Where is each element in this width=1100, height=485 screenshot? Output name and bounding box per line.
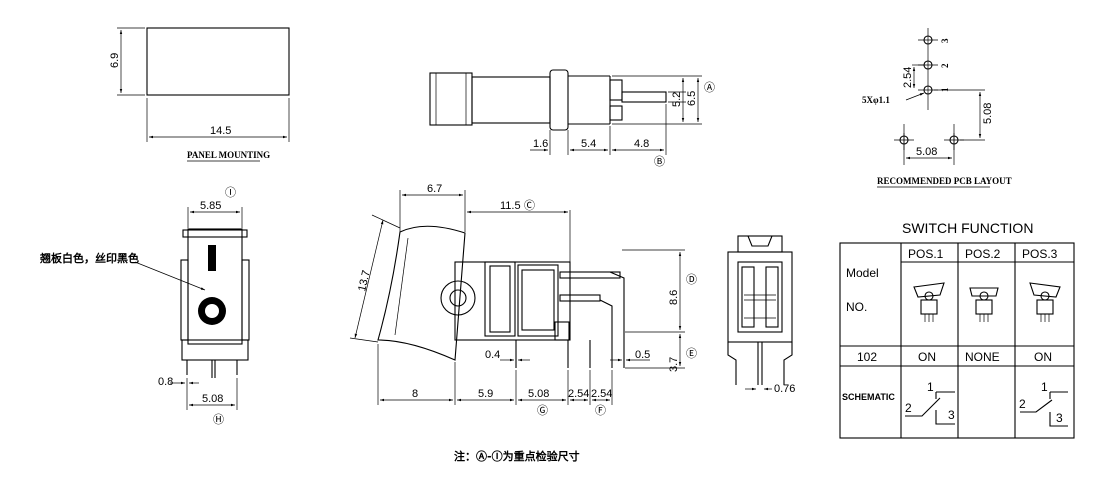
marker-f: Ⓕ — [595, 404, 606, 417]
panel-height-dim: 6.9 — [109, 53, 121, 68]
pin-2: 2 — [940, 63, 950, 68]
marker-c: Ⓒ — [524, 199, 535, 212]
svg-text:2: 2 — [1019, 397, 1026, 411]
marker-b: Ⓑ — [654, 155, 665, 168]
panel-mounting-title: PANEL MOUNTING — [187, 150, 270, 160]
state-pos2: NONE — [965, 350, 1000, 364]
col-pos1: POS.1 — [908, 247, 944, 261]
main-dim-86: 8.6 — [668, 290, 680, 305]
state-pos3: ON — [1034, 350, 1052, 364]
svg-text:1: 1 — [927, 380, 934, 394]
front-dim-585: 5.85 — [200, 200, 221, 212]
main-dim-05: 0.5 — [635, 349, 650, 361]
col-pos2: POS.2 — [965, 247, 1001, 261]
col-pos3: POS.3 — [1022, 247, 1058, 261]
main-dim-115: 11.5 — [500, 200, 521, 212]
pin-1: 1 — [940, 87, 950, 92]
main-dim-67: 6.7 — [427, 183, 442, 195]
main-dim-254-b: 2.54 — [591, 388, 612, 400]
marker-h: Ⓗ — [213, 413, 224, 426]
main-dim-137: 13.7 — [356, 269, 373, 293]
rocker-callout: 翘板白色，丝印黑色 — [39, 251, 139, 265]
svg-text:3: 3 — [1056, 411, 1063, 425]
switch-pos2-icon — [969, 287, 999, 322]
pcb-dim-508-h: 5.08 — [916, 146, 937, 158]
side-dim-54: 5.4 — [581, 138, 596, 150]
pcb-hole-label: 5Xφ1.1 — [862, 95, 890, 105]
panel-mounting-view: 6.9 14.5 PANEL MOUNTING — [109, 27, 290, 162]
svg-text:2: 2 — [905, 401, 912, 415]
front-view: 5.85 Ⓘ 翘板白色，丝印黑色 0.8 5.08 Ⓗ — [39, 186, 250, 426]
marker-i: Ⓘ — [225, 186, 236, 199]
main-dim-8: 8 — [412, 388, 418, 400]
model-label: Model — [846, 266, 879, 280]
end-dim-076: 0.76 — [774, 383, 795, 395]
svg-text:1: 1 — [1041, 380, 1048, 394]
schematic-pos1: 1 2 3 — [905, 380, 955, 425]
no-label: NO. — [846, 300, 867, 314]
pcb-layout: 3 2 1 2.54 5Xφ1.1 5.08 5.08 RECOMMENDED … — [862, 28, 1012, 188]
schematic-label: SCHEMATIC — [842, 392, 895, 402]
footer-note: 注：Ⓐ-Ⓘ为重点检验尺寸 — [454, 449, 580, 463]
marker-d: Ⓓ — [686, 273, 697, 286]
main-dim-508: 5.08 — [528, 388, 549, 400]
model-number: 102 — [857, 350, 877, 364]
side-dim-52: 5.2 — [671, 92, 683, 107]
main-dim-37: 3.7 — [668, 357, 680, 372]
table-title: SWITCH FUNCTION — [902, 220, 1033, 236]
side-dim-65: 6.5 — [686, 91, 698, 106]
end-view: 0.76 — [727, 235, 795, 395]
front-dim-508: 5.08 — [202, 393, 223, 405]
marker-a: Ⓐ — [704, 81, 715, 94]
switch-function-table: SWITCH FUNCTION POS.1 POS.2 POS.3 Model … — [839, 220, 1075, 439]
main-dim-59: 5.9 — [478, 388, 493, 400]
state-pos1: ON — [918, 350, 936, 364]
marker-e: Ⓔ — [686, 347, 697, 360]
marker-g: Ⓖ — [537, 404, 548, 417]
switch-pos1-icon — [913, 282, 945, 322]
side-dim-48: 4.8 — [634, 138, 649, 150]
pcb-dim-254: 2.54 — [902, 67, 914, 88]
svg-text:3: 3 — [948, 408, 955, 422]
main-dim-254-a: 2.54 — [568, 388, 589, 400]
schematic-pos3: 1 2 3 — [1019, 380, 1068, 427]
pcb-dim-508-v: 5.08 — [982, 103, 994, 124]
side-dim-16: 1.6 — [533, 138, 548, 150]
main-dim-04: 0.4 — [485, 349, 500, 361]
pin-3: 3 — [940, 38, 950, 43]
switch-pos3-icon — [1029, 282, 1061, 322]
panel-width-dim: 14.5 — [210, 125, 231, 137]
main-view: 6.7 11.5 Ⓒ 13.7 8.6 3.7 Ⓓ Ⓔ 0.4 0.5 — [349, 183, 697, 417]
side-view: 5.2 6.5 Ⓐ 1.6 5.4 4.8 Ⓑ — [429, 69, 715, 168]
pcb-title: RECOMMENDED PCB LAYOUT — [877, 176, 1012, 186]
front-dim-08: 0.8 — [158, 376, 173, 388]
